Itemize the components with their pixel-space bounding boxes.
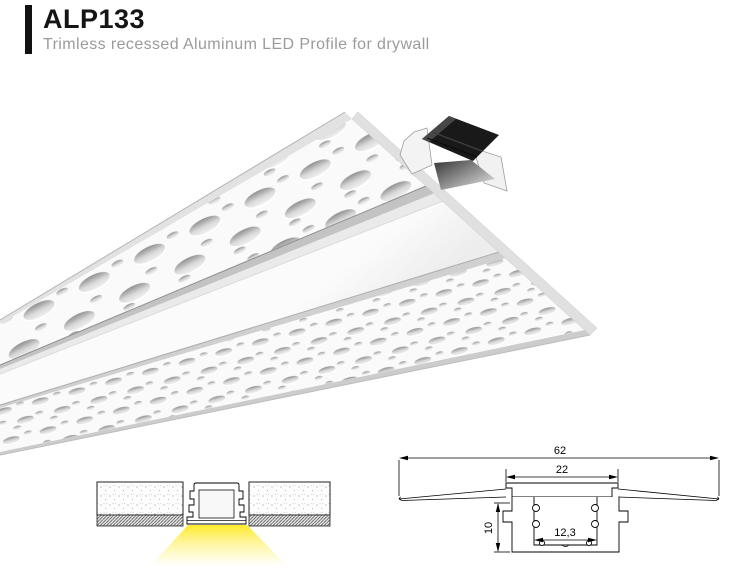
profile-end-section (399, 116, 508, 192)
dimension-drawing: 62 22 10 12,3 (398, 445, 720, 553)
black-insert-bevel (422, 116, 456, 142)
header: ALP133 Trimless recessed Aluminum LED Pr… (25, 5, 430, 55)
dim-label-62: 62 (554, 445, 566, 457)
center-band (0, 201, 499, 405)
aluminum-profile-body (0, 111, 598, 456)
accent-bar (25, 5, 32, 55)
bottom-rim (0, 330, 590, 455)
header-text: ALP133 Trimless recessed Aluminum LED Pr… (43, 5, 430, 54)
installation-diagram (96, 481, 331, 569)
light-beam (148, 525, 290, 569)
upper-flange-perforation (0, 119, 426, 365)
lower-flange-perforation (0, 258, 585, 452)
flange-rim (0, 112, 352, 324)
dim-overall-width: 62 (398, 445, 720, 496)
center-edge (0, 252, 506, 408)
dim-slot-width: 22 (505, 464, 619, 482)
end-channel-interior (434, 160, 495, 190)
dim-label-12-3: 12,3 (554, 527, 575, 539)
dim-depth: 10 (483, 502, 510, 553)
recessed-profile-section (186, 482, 247, 525)
trim-step-light (0, 193, 443, 374)
product-model: ALP133 (43, 4, 146, 34)
dim-label-22: 22 (556, 464, 568, 476)
plaster-layer-left (96, 514, 184, 527)
plaster-layer-right (248, 514, 331, 527)
trim-step-shadow (0, 186, 435, 369)
dim-inner-width: 12,3 (534, 527, 597, 543)
drywall-board-left (96, 481, 184, 516)
dim-label-10: 10 (483, 522, 495, 534)
drywall-board-right (248, 481, 331, 516)
product-subtitle: Trimless recessed Aluminum LED Profile f… (43, 36, 430, 54)
section-outline (398, 482, 720, 553)
